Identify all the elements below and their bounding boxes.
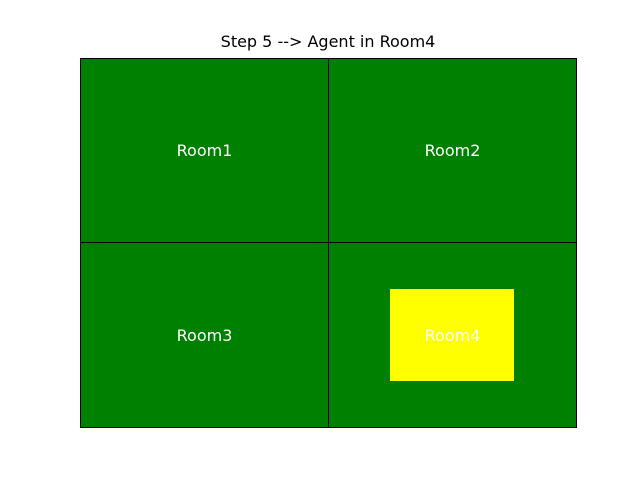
agent-marker [390,289,514,381]
room-label: Room4 [424,325,481,345]
room-3[interactable]: Room3 [80,242,329,428]
room-1[interactable]: Room1 [80,58,329,243]
room-label: Room2 [424,141,481,160]
room-2[interactable]: Room2 [328,58,577,243]
step-title: Step 5 --> Agent in Room4 [220,32,436,51]
room-grid: Room1 Room2 Room3 Room4 [80,58,577,428]
room-label: Room1 [176,141,233,160]
room-4[interactable]: Room4 [328,242,577,428]
room-label: Room3 [176,325,233,345]
